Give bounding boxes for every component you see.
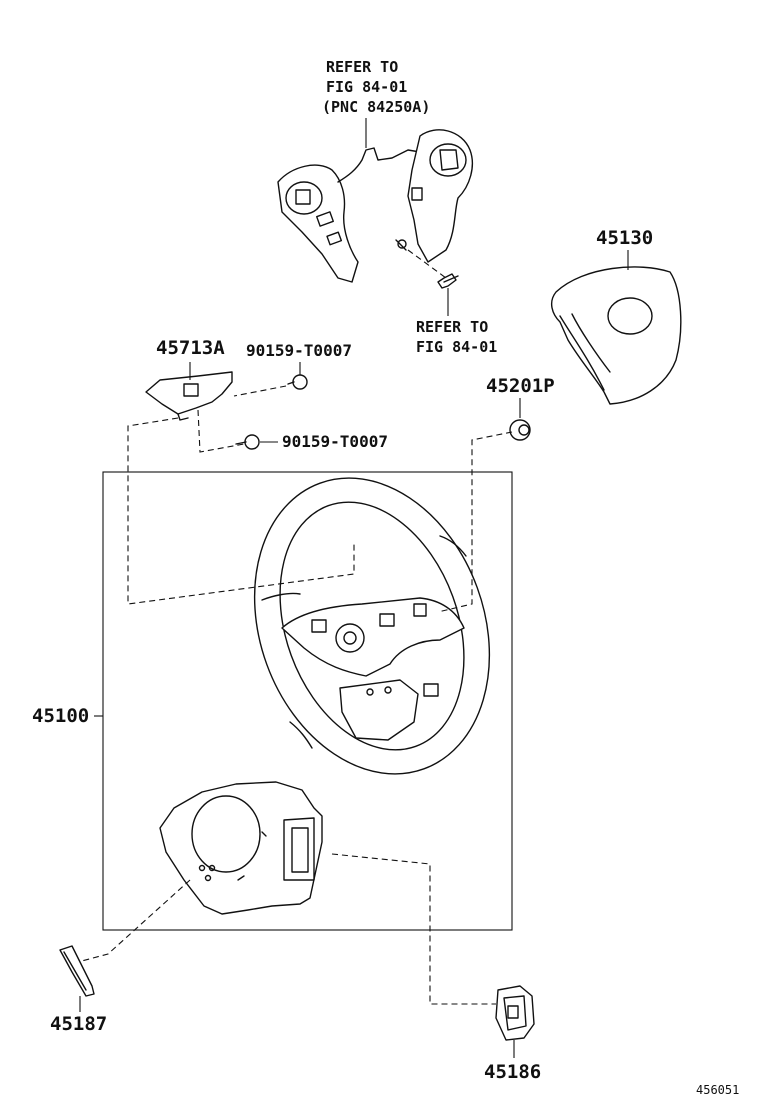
screw-90159-a [287, 374, 308, 390]
screw-90159-b [235, 434, 260, 450]
label-45100: 45100 [32, 705, 89, 727]
switch-ref-line3: (PNC 84250A) [322, 98, 430, 116]
svg-text:FIG 84-01: FIG 84-01 [416, 338, 497, 356]
svg-text:REFER TO: REFER TO [326, 58, 398, 76]
cover-piece-45186 [495, 985, 535, 1041]
svg-text:90159-T0007: 90159-T0007 [282, 432, 388, 451]
label-90159-b: 90159-T0007 [282, 432, 388, 451]
bracket-45713a [145, 371, 233, 421]
steering-wheel [253, 477, 491, 775]
svg-text:45130: 45130 [596, 227, 653, 249]
svg-text:FIG 84-01: FIG 84-01 [326, 78, 407, 96]
figure-id: 456051 [696, 1083, 739, 1097]
label-45713a: 45713A [156, 337, 225, 359]
svg-text:45100: 45100 [32, 705, 89, 727]
screw-ref-line2: FIG 84-01 [416, 338, 497, 356]
cover-piece-45187 [59, 945, 95, 997]
label-90159-a: 90159-T0007 [246, 341, 352, 360]
label-45186: 45186 [484, 1061, 541, 1083]
nut-45201p [509, 419, 531, 441]
svg-text:45201P: 45201P [486, 375, 555, 397]
switch-screw [437, 273, 459, 289]
svg-text:(PNC 84250A): (PNC 84250A) [322, 98, 430, 116]
svg-text:REFER TO: REFER TO [416, 318, 488, 336]
svg-text:45187: 45187 [50, 1013, 107, 1035]
label-45187: 45187 [50, 1013, 107, 1035]
svg-text:456051: 456051 [696, 1083, 739, 1097]
switch-ref-line1: REFER TO [326, 58, 398, 76]
svg-text:45186: 45186 [484, 1061, 541, 1083]
horn-pad-45130 [550, 266, 682, 405]
assembly-box-45100 [102, 471, 513, 931]
svg-text:45713A: 45713A [156, 337, 225, 359]
screw-ref-line1: REFER TO [416, 318, 488, 336]
label-45130: 45130 [596, 227, 653, 249]
label-45201p: 45201P [486, 375, 555, 397]
switch-ref-line2: FIG 84-01 [326, 78, 407, 96]
svg-text:90159-T0007: 90159-T0007 [246, 341, 352, 360]
lower-cover [159, 781, 323, 915]
steering-pad-switch [277, 129, 474, 283]
